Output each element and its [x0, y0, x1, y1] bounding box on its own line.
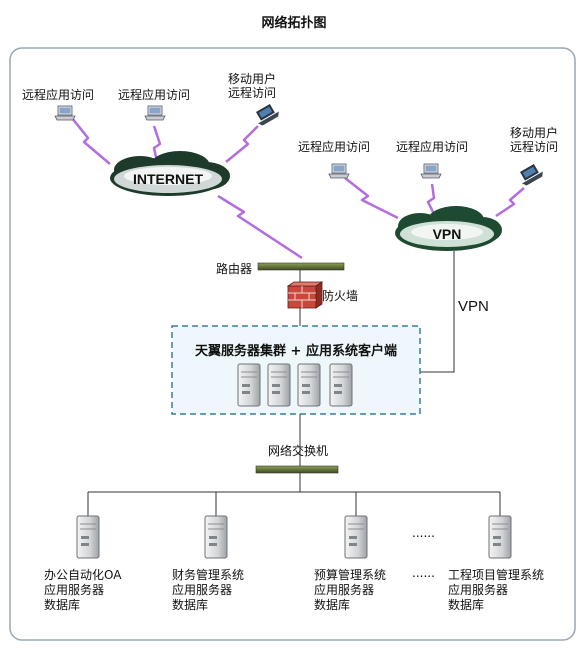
vpn-link-label: VPN — [458, 298, 489, 315]
cluster-server-icon — [297, 363, 321, 407]
remote-client-laptop-icon — [420, 163, 442, 179]
mobile-user-label: 移动用户 — [510, 126, 559, 140]
vpn-connection-line — [420, 251, 455, 373]
remote-client-label: 远程应用访问 — [396, 140, 469, 154]
server-system-name: 财务管理系统 — [172, 568, 245, 582]
server-cluster-box — [171, 325, 421, 415]
server-db-label: 数据库 — [44, 598, 81, 612]
more-servers-ellipsis: ...... — [412, 526, 435, 540]
server-cluster-title: 天翼服务器集群 + 应用系统客户端 — [195, 344, 397, 359]
remote-client-label: 远程应用访问 — [298, 140, 371, 154]
app-server-icon — [344, 515, 368, 559]
mobile-user-label: 移动用户 — [228, 72, 277, 86]
app-server-icon — [488, 515, 512, 559]
firewall-icon — [286, 281, 324, 309]
server-db-label: 数据库 — [172, 598, 209, 612]
remote-client-label: 远程应用访问 — [22, 88, 95, 102]
firewall-label: 防火墙 — [322, 289, 359, 303]
outer-frame — [9, 47, 576, 641]
server-label-budget: 预算管理系统 应用服务器 数据库 — [314, 568, 386, 613]
network-switch-icon — [255, 465, 339, 474]
mobile-user-sublabel: 远程访问 — [510, 140, 559, 154]
server-system-name: 预算管理系统 — [314, 568, 387, 582]
remote-client-laptop-icon — [328, 163, 350, 179]
mobile-laptop-icon — [520, 164, 543, 186]
router-device-icon — [257, 262, 345, 271]
server-app-label: 应用服务器 — [44, 583, 105, 597]
more-servers-ellipsis: ...... — [412, 566, 435, 580]
vpn-cloud-label: VPN — [433, 226, 462, 242]
server-system-name: 工程项目管理系统 — [448, 568, 545, 582]
diagram-title: 网络拓扑图 — [261, 16, 327, 31]
cluster-server-icon — [237, 363, 261, 407]
internet-cloud-icon — [110, 151, 230, 196]
mobile-user-sublabel: 远程访问 — [228, 86, 277, 100]
server-label-oa: 办公自动化OA 应用服务器 数据库 — [44, 568, 121, 613]
vpn-links — [344, 177, 525, 220]
server-label-project: 工程项目管理系统 应用服务器 数据库 — [448, 568, 544, 613]
server-app-label: 应用服务器 — [172, 583, 233, 597]
server-label-finance: 财务管理系统 应用服务器 数据库 — [172, 568, 244, 613]
cluster-server-icon — [267, 363, 291, 407]
mobile-laptop-icon — [256, 104, 279, 126]
internet-cloud-label: INTERNET — [133, 171, 203, 187]
app-server-icon — [204, 515, 228, 559]
remote-client-laptop-icon — [144, 105, 166, 121]
server-app-label: 应用服务器 — [314, 583, 375, 597]
switch-label: 网络交换机 — [268, 444, 329, 458]
remote-client-laptop-icon — [54, 105, 76, 121]
server-app-label: 应用服务器 — [448, 583, 509, 597]
router-label: 路由器 — [216, 262, 253, 276]
vpn-cloud-icon — [395, 206, 502, 251]
server-system-name: 办公自动化OA — [44, 568, 122, 582]
server-db-label: 数据库 — [314, 598, 351, 612]
app-server-icon — [76, 515, 100, 559]
remote-client-label: 远程应用访问 — [118, 88, 191, 102]
server-db-label: 数据库 — [448, 598, 485, 612]
cluster-server-icon — [329, 363, 353, 407]
